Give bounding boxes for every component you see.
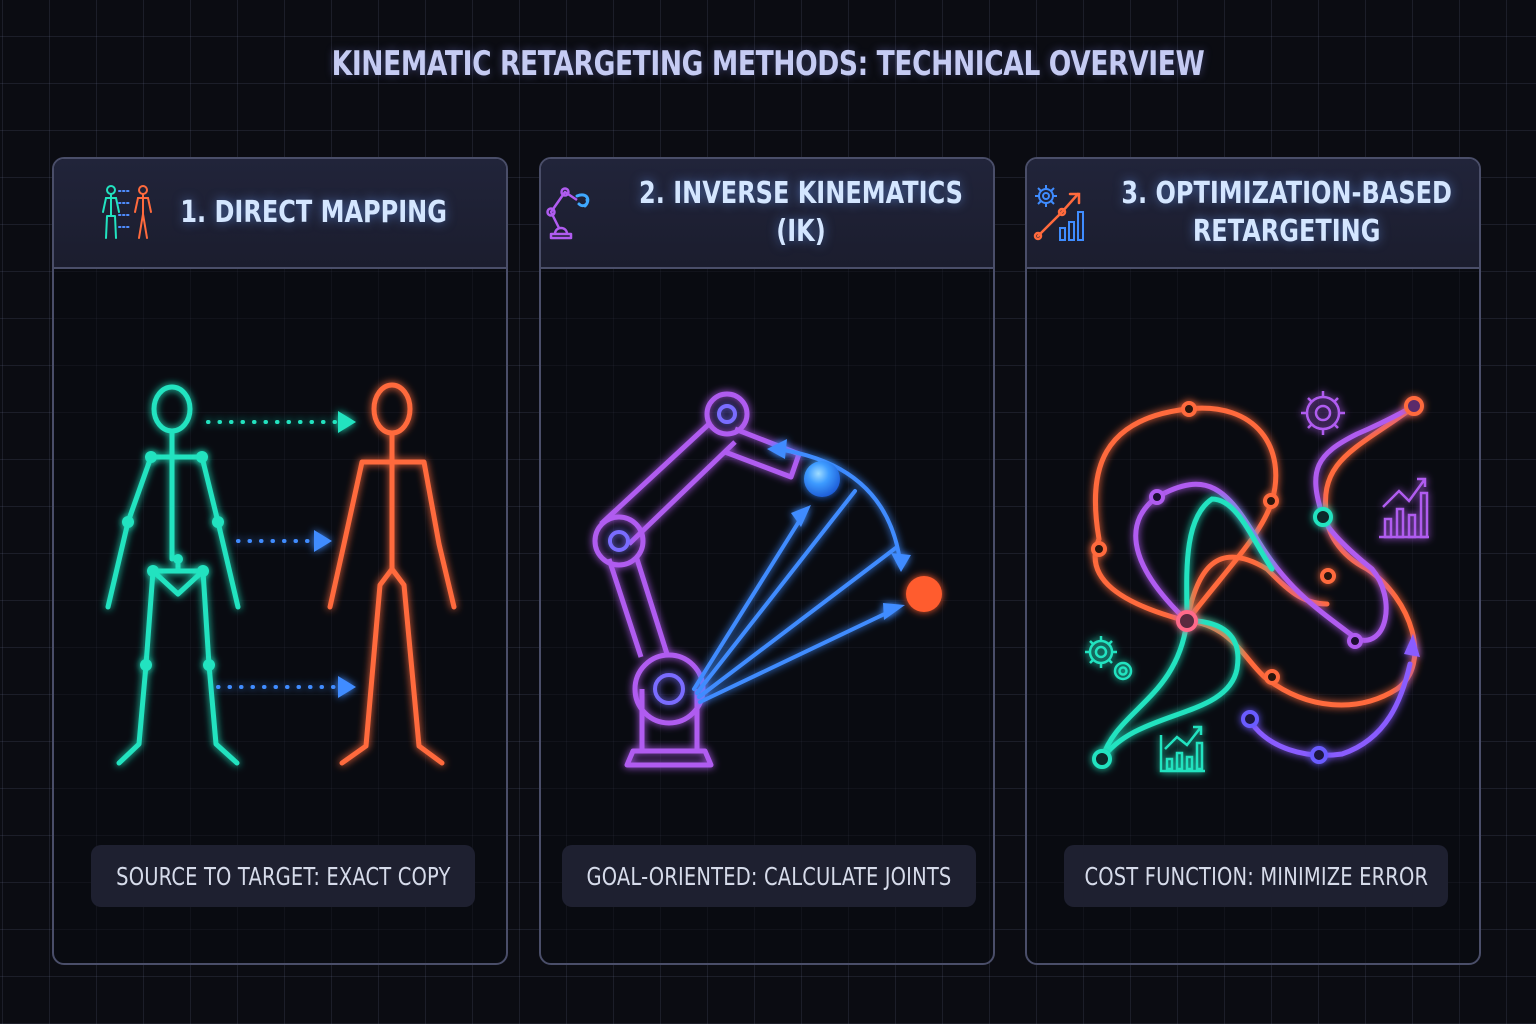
- panel-title: 2. INVERSE KINEMATICS (IK): [639, 176, 963, 249]
- panel-optimization: 3. OPTIMIZATION-BASED RETARGETING: [1025, 157, 1481, 965]
- inverse-kinematics-illustration: [592, 391, 942, 768]
- purple-path-curve: [1133, 403, 1418, 643]
- violet-arrow-curve: [1246, 661, 1413, 758]
- caption-pill: SOURCE TO TARGET: EXACT COPY: [91, 845, 475, 907]
- target-figure-icon: [327, 382, 457, 766]
- source-skeleton-icon: [105, 384, 241, 766]
- direct-mapping-illustration: [105, 382, 457, 766]
- panel-direct-mapping: 1. DIRECT MAPPING: [52, 157, 508, 965]
- bar-chart-icon: [1379, 477, 1429, 539]
- robot-arm-illustration: [592, 391, 802, 768]
- robot-arm-icon: [546, 187, 590, 240]
- panel-inverse-kinematics: 2. INVERSE KINEMATICS (IK): [539, 157, 995, 965]
- caption-text: SOURCE TO TARGET: EXACT COPY: [115, 861, 451, 891]
- panel-header: 3. OPTIMIZATION-BASED RETARGETING: [1027, 159, 1479, 269]
- end-effector-sphere: [804, 461, 840, 497]
- solution-rays: [692, 447, 902, 704]
- caption-pill: GOAL-ORIENTED: CALCULATE JOINTS: [562, 845, 976, 907]
- gear-icon: [1301, 391, 1345, 435]
- caption-text: GOAL-ORIENTED: CALCULATE JOINTS: [586, 861, 952, 891]
- caption-pill: COST FUNCTION: MINIMIZE ERROR: [1064, 845, 1448, 907]
- panel-header: 1. DIRECT MAPPING: [54, 159, 506, 269]
- orange-cost-curve: [1092, 403, 1418, 708]
- panel-header: 2. INVERSE KINEMATICS (IK): [541, 159, 993, 269]
- panel-title: 1. DIRECT MAPPING: [180, 195, 448, 230]
- bar-chart-icon: [1159, 725, 1205, 773]
- panel-title: 3. OPTIMIZATION-BASED RETARGETING: [1121, 176, 1453, 249]
- cyan-path-curve: [1099, 496, 1275, 762]
- gears-icon: [1085, 636, 1133, 681]
- page-title: KINEMATIC RETARGETING METHODS: TECHNICAL…: [331, 44, 1205, 84]
- mapping-arrows: [206, 420, 340, 689]
- source-target-figures-icon: [102, 185, 153, 239]
- caption-text: COST FUNCTION: MINIMIZE ERROR: [1084, 861, 1428, 891]
- goal-target-sphere: [906, 576, 942, 612]
- gear-chart-trend-icon: [1034, 185, 1085, 241]
- optimization-illustration: [1085, 391, 1429, 773]
